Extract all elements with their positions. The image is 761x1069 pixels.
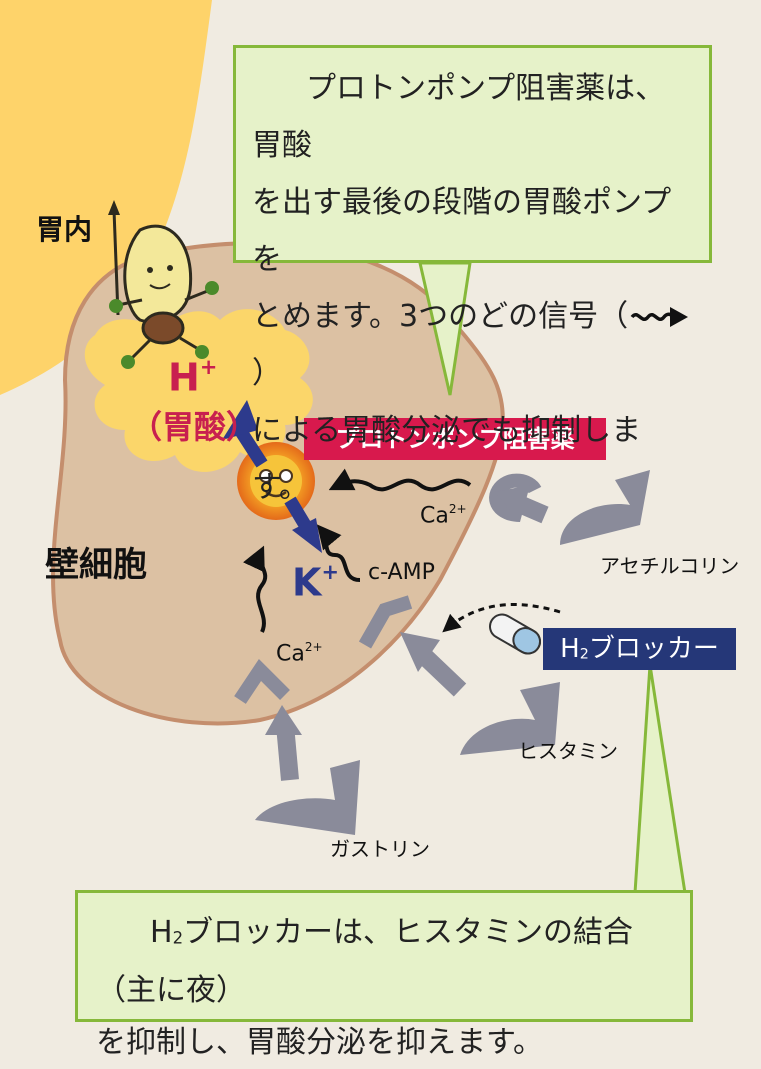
h-ion-label: H+ xyxy=(168,355,218,400)
acetylcholine-ligand xyxy=(560,470,650,545)
acid-mascot xyxy=(108,200,219,369)
h2-blocking-arrow xyxy=(442,603,561,633)
h-arrow xyxy=(234,426,268,468)
histamine-receptor xyxy=(358,595,413,649)
ppi-callout: プロトンポンプ阻害薬は、胃酸 を出す最後の段階の胃酸ポンプを とめます。3つのど… xyxy=(233,45,712,505)
stomach-label: 胃内 xyxy=(36,213,93,246)
ppi-callout-line-4: による胃酸分泌でも抑制します。 xyxy=(252,413,642,505)
gastric-acid-label: （胃酸） xyxy=(130,408,259,446)
h2-callout-line-2: を抑制し、胃酸分泌を抑えます。 xyxy=(96,1024,543,1060)
acetylcholine-label: アセチルコリン xyxy=(600,554,740,578)
ppi-callout-line-3: とめます。3つのどの信号（） xyxy=(252,288,693,402)
ppi-callout-line-1: プロトンポンプ阻害薬は、胃酸 xyxy=(252,71,666,163)
ca-signal-arrow xyxy=(328,468,472,492)
ppi-callout-line-2: を出す最後の段階の胃酸ポンプを xyxy=(252,185,672,277)
ca-label-gastrin: Ca2+ xyxy=(276,640,323,667)
k-arrow xyxy=(284,496,311,529)
acetylcholine-receptor xyxy=(489,473,542,522)
h2-blocker-tag: H2ブロッカー xyxy=(543,628,736,670)
k-ion-label: K+ xyxy=(292,560,339,605)
gastrin-ligand xyxy=(255,760,360,835)
h2-blocker-callout: H2ブロッカーは、ヒスタミンの結合（主に夜） を抑制し、胃酸分泌を抑えます。 xyxy=(75,890,693,1060)
parietal-cell-label: 壁細胞 xyxy=(45,545,147,585)
ppi-tag: プロトンポンプ阻害薬 xyxy=(304,418,606,460)
stomach-lumen xyxy=(0,0,212,395)
ca-label-acetylcholine: Ca2+ xyxy=(420,502,467,529)
h2-blocker-capsule xyxy=(489,613,541,655)
gastrin-receptor xyxy=(234,659,290,704)
camp-signal-arrow xyxy=(316,524,361,582)
gastrin-label: ガストリン xyxy=(330,837,430,861)
histamine-ligand xyxy=(460,682,560,755)
ca-gastrin-signal-arrow xyxy=(243,545,268,633)
histamine-label: ヒスタミン xyxy=(518,739,618,763)
signal-icon xyxy=(630,307,689,327)
h2-callout-line-1: H2ブロッカーは、ヒスタミンの結合（主に夜） xyxy=(96,915,634,1008)
camp-label: c-AMP xyxy=(368,560,435,585)
